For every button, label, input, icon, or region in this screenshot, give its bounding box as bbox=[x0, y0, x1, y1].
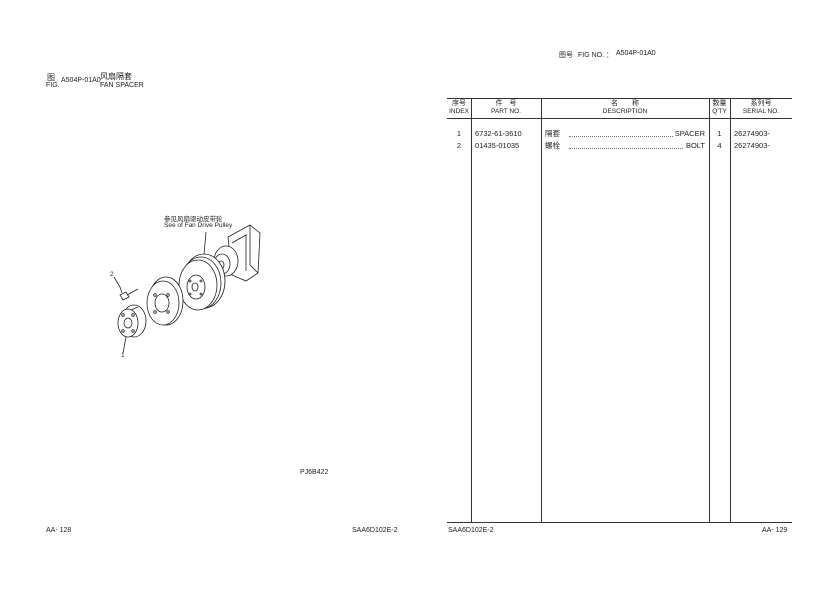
right-page-number: AA- 129 bbox=[762, 527, 788, 534]
row-part-no: 01435-01035 bbox=[475, 141, 520, 150]
fig-header-en: FIG NO. ： bbox=[578, 52, 613, 59]
row-desc-en: BOLT bbox=[685, 141, 705, 151]
row-serial: 26274903- bbox=[734, 141, 770, 150]
row-index: 1 bbox=[456, 129, 462, 138]
fig-header-number: A504P-01A0 bbox=[616, 50, 656, 57]
fig-header-cn: 图号 bbox=[559, 52, 573, 59]
part-label-1: 1 bbox=[121, 352, 125, 359]
callout-cn: 参见风扇驱动皮带轮 bbox=[164, 216, 223, 223]
row-serial: 26274903- bbox=[734, 129, 770, 138]
fig-label-cn: 图 bbox=[47, 73, 55, 82]
row-desc-en: SPACER bbox=[674, 129, 705, 139]
callout-en: See of Fan Drive Pulley bbox=[164, 222, 233, 229]
left-page-number: AA- 128 bbox=[46, 527, 72, 534]
part-label-2: 2 bbox=[110, 271, 114, 278]
fig-title-en: FAN SPACER bbox=[100, 82, 144, 89]
row-desc-cn: 隔套 bbox=[545, 129, 560, 139]
row-qty: 1 bbox=[717, 129, 722, 138]
fig-title-cn: 风扇隔套 bbox=[100, 72, 132, 81]
fig-number: A504P-01A0 bbox=[61, 77, 101, 84]
right-model-code: SAA6D102E-2 bbox=[448, 527, 494, 534]
row-desc-cn: 螺栓 bbox=[545, 141, 560, 151]
exploded-view-illustration bbox=[113, 224, 261, 354]
illustration-code: PJ6B422 bbox=[300, 469, 329, 476]
left-model-code: SAA6D102E-2 bbox=[352, 527, 398, 534]
row-qty: 4 bbox=[717, 141, 722, 150]
fig-label-en: FIG. bbox=[46, 82, 60, 89]
row-part-no: 6732-61-3610 bbox=[475, 129, 522, 138]
row-index: 2 bbox=[456, 141, 462, 150]
